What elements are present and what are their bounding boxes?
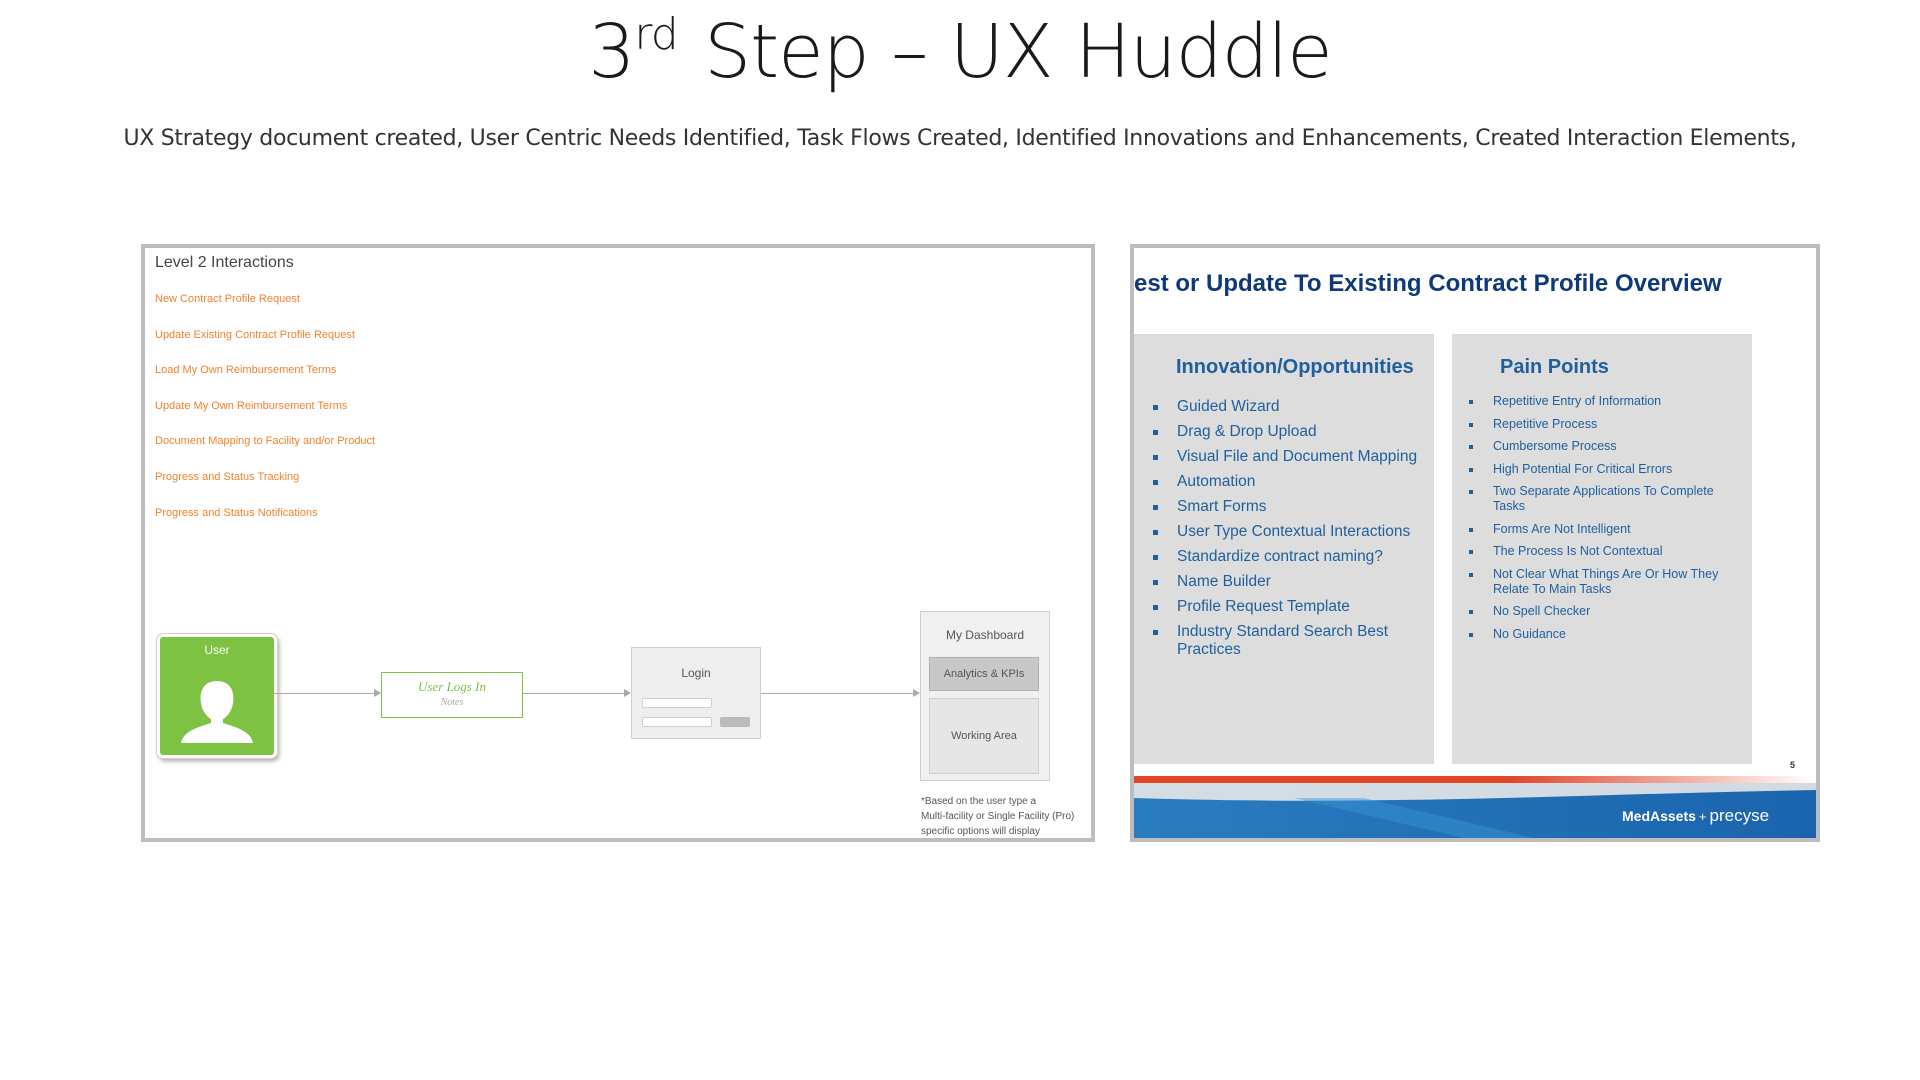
logs-in-label: User Logs In	[418, 679, 486, 694]
flow-connector	[523, 693, 625, 694]
footnote-line: *Based on the user type a	[921, 796, 1037, 807]
flow-arrow-icon	[913, 689, 920, 697]
list-item: Drag & Drop Upload	[1152, 423, 1424, 441]
footnote-line: Multi-facility or Single Facility (Pro)	[921, 811, 1075, 822]
list-item: Automation	[1152, 473, 1424, 491]
interaction-link[interactable]: New Contract Profile Request	[155, 293, 300, 305]
overview-title: est or Update To Existing Contract Profi…	[1134, 270, 1722, 297]
interaction-link[interactable]: Progress and Status Notifications	[155, 506, 318, 519]
footnote-line: specific options will display	[921, 826, 1040, 837]
list-item: Repetitive Entry of Information	[1468, 394, 1744, 409]
list-item: High Potential For Critical Errors	[1468, 462, 1744, 477]
title-base: 3	[588, 9, 635, 95]
slide-subtitle: UX Strategy document created, User Centr…	[123, 126, 1797, 151]
list-item: Forms Are Not Intelligent	[1468, 522, 1744, 537]
list-item: Not Clear What Things Are Or How They Re…	[1468, 567, 1744, 597]
working-area-block: Working Area	[929, 698, 1039, 774]
interactions-heading: Level 2 Interactions	[155, 254, 294, 271]
username-field-mock	[642, 698, 712, 708]
list-item: Standardize contract naming?	[1152, 548, 1424, 566]
logo-medassets: MedAssets	[1622, 808, 1696, 824]
pain-points-column: Pain Points Repetitive Entry of Informat…	[1452, 334, 1752, 764]
innovation-list: Guided Wizard Drag & Drop Upload Visual …	[1152, 398, 1424, 666]
list-item: Smart Forms	[1152, 498, 1424, 516]
list-item: No Guidance	[1468, 627, 1744, 642]
interactions-link-list: New Contract Profile Request Update Exis…	[155, 292, 375, 541]
user-node: User	[157, 634, 277, 758]
list-item: No Spell Checker	[1468, 604, 1744, 619]
flow-connector	[273, 693, 376, 694]
login-label: Login	[681, 666, 711, 680]
innovation-column: Innovation/Opportunities Guided Wizard D…	[1134, 334, 1434, 764]
dashboard-footnote: *Based on the user type a Multi-facility…	[921, 794, 1091, 839]
pain-points-list: Repetitive Entry of Information Repetiti…	[1468, 394, 1744, 649]
user-silhouette-icon	[181, 681, 253, 743]
title-superscript: rd	[634, 9, 678, 60]
list-item: Repetitive Process	[1468, 417, 1744, 432]
user-label: User	[204, 643, 230, 657]
list-item: Profile Request Template	[1152, 598, 1424, 616]
login-button-mock	[720, 717, 750, 727]
flow-arrow-icon	[624, 689, 631, 697]
innovation-heading: Innovation/Opportunities	[1176, 356, 1414, 378]
medassets-precyse-logo: MedAssets+precyse	[1622, 806, 1769, 826]
dashboard-label: My Dashboard	[945, 628, 1025, 642]
interaction-link[interactable]: Update My Own Reimbursement Terms	[155, 399, 348, 412]
interaction-link[interactable]: Document Mapping to Facility and/or Prod…	[155, 435, 376, 448]
interaction-link[interactable]: Update Existing Contract Profile Request	[155, 328, 355, 341]
list-item: The Process Is Not Contextual	[1468, 544, 1744, 559]
password-field-mock	[642, 717, 712, 727]
interaction-link[interactable]: Load My Own Reimbursement Terms	[155, 364, 337, 377]
title-rest: Step – UX Huddle	[681, 9, 1333, 95]
analytics-kpis-block: Analytics & KPIs	[929, 657, 1039, 691]
page-number: 5	[1790, 760, 1796, 770]
list-item: Industry Standard Search Best Practices	[1152, 623, 1424, 659]
slide-title: 3rd Step – UX Huddle	[0, 8, 1920, 97]
dashboard-node: My Dashboard Analytics & KPIs Working Ar…	[920, 611, 1050, 781]
interaction-link[interactable]: Progress and Status Tracking	[155, 470, 300, 483]
list-item: Cumbersome Process	[1468, 439, 1744, 454]
flow-connector	[761, 693, 914, 694]
list-item: User Type Contextual Interactions	[1152, 523, 1424, 541]
pain-points-heading: Pain Points	[1500, 356, 1609, 378]
login-node: Login	[631, 647, 761, 739]
overview-slide-panel: est or Update To Existing Contract Profi…	[1130, 244, 1820, 842]
list-item: Name Builder	[1152, 573, 1424, 591]
user-logs-in-node: User Logs In Notes	[381, 672, 523, 718]
logo-plus: +	[1698, 809, 1707, 824]
list-item: Visual File and Document Mapping	[1152, 448, 1424, 466]
logo-precyse: precyse	[1709, 806, 1770, 825]
list-item: Guided Wizard	[1152, 398, 1424, 416]
list-item: Two Separate Applications To Complete Ta…	[1468, 484, 1744, 514]
footer-banner	[1134, 776, 1816, 838]
interactions-panel: Level 2 Interactions New Contract Profil…	[141, 244, 1095, 842]
flow-arrow-icon	[374, 689, 381, 697]
logs-in-notes: Notes	[440, 697, 464, 708]
